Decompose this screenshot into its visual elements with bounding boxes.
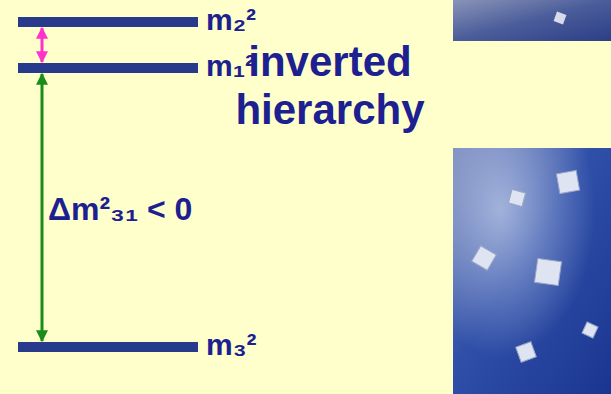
photo-chips [472, 170, 598, 362]
gap-arrow [41, 74, 44, 341]
level-bar [18, 63, 198, 73]
energy-level: m₂² [18, 17, 318, 27]
hierarchy-title: inverted hierarchy [210, 38, 450, 134]
level-bar [18, 342, 198, 352]
level-label: m₃² [206, 328, 257, 362]
photo-top [453, 0, 611, 41]
level-bar [18, 17, 198, 27]
energy-level: m₃² [18, 342, 318, 352]
level-label: m₁² [206, 49, 255, 83]
photo-glow [453, 148, 611, 394]
gap-label: Δm²₃₁ < 0 [48, 190, 192, 228]
photo-chip [554, 12, 567, 25]
level-label: m₂² [206, 3, 256, 37]
gap-arrow [41, 28, 44, 62]
photo-bottom [453, 148, 611, 394]
